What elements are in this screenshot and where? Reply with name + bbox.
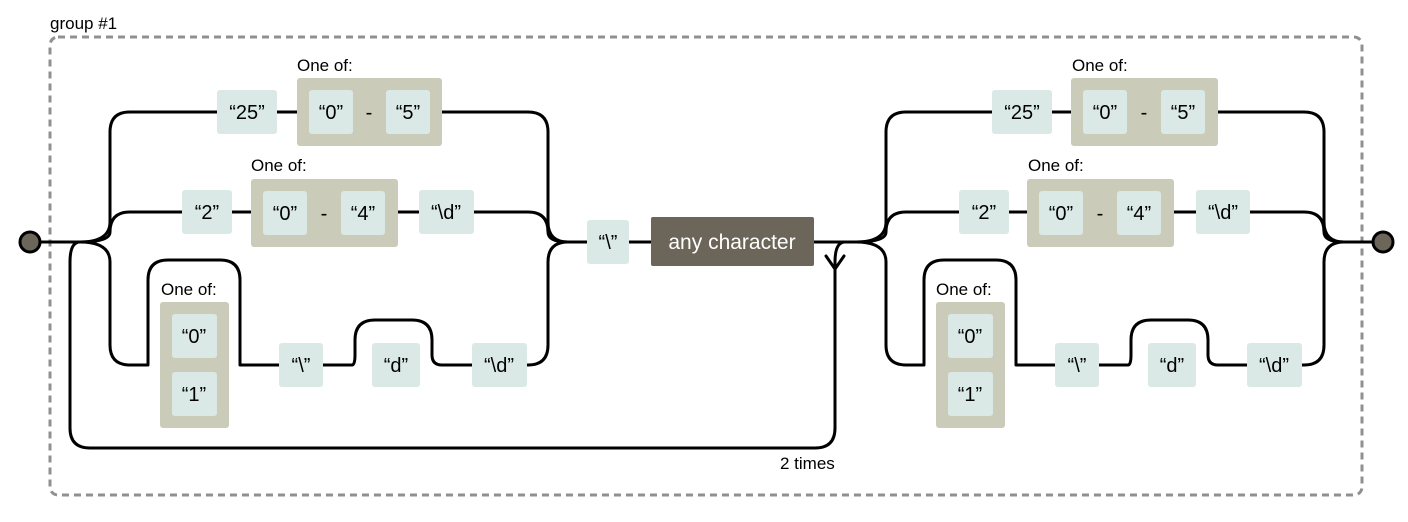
literal-5-text: “5” (1171, 102, 1195, 124)
repeat-label: 2 times (780, 454, 835, 473)
literal-0 (1083, 90, 1127, 134)
literal-4-text: “4” (1127, 203, 1151, 225)
range-dash: - (1141, 102, 1148, 124)
one-of-label: One of: (1072, 56, 1128, 75)
literal-1 (948, 372, 993, 416)
literal-backslash-d-text: “\d” (1259, 355, 1289, 377)
literal-0 (309, 90, 353, 134)
literal-4-text: “4” (351, 203, 375, 225)
range-dash: - (366, 102, 373, 124)
literal-0-text: “0” (958, 326, 982, 348)
one-of-label: One of: (251, 156, 307, 175)
one-of-label: One of: (297, 56, 353, 75)
literal-backslash (587, 220, 629, 264)
range-dash: - (1097, 203, 1104, 225)
literal-5 (386, 90, 430, 134)
start-node (18, 230, 42, 254)
literal-backslash-d-text: “\d” (1208, 202, 1238, 224)
literal-d (372, 343, 420, 387)
range-dash: - (321, 203, 328, 225)
literal-0-text: “0” (1093, 102, 1117, 124)
end-node (1371, 230, 1395, 254)
literal-25 (992, 90, 1052, 134)
one-of-label: One of: (936, 280, 992, 299)
literal-backslash-d (1196, 190, 1250, 234)
literal-1-text: “1” (182, 384, 206, 406)
literal-4 (1117, 191, 1161, 235)
literal-backslash-d (1247, 343, 1302, 387)
literal-2-text: “2” (972, 202, 996, 224)
literal-0 (263, 191, 307, 235)
literal-0 (1039, 191, 1083, 235)
literal-2 (959, 190, 1009, 234)
group-label: group #1 (50, 14, 117, 33)
literal-d-text: “d” (384, 355, 408, 377)
literal-d (1148, 343, 1196, 387)
literal-0-text: “0” (182, 326, 206, 348)
literal-1 (172, 372, 217, 416)
repeat-arrow (824, 254, 846, 271)
literal-backslash (1055, 343, 1099, 387)
literal-4 (341, 191, 385, 235)
literal-0 (172, 314, 217, 358)
literal-25-text: “25” (1004, 102, 1040, 124)
one-of-label: One of: (1028, 156, 1084, 175)
literal-d-text: “d” (1160, 355, 1184, 377)
connector-lines (28, 110, 1385, 450)
literal-backslash-text: “\” (292, 355, 311, 377)
literal-0 (948, 314, 993, 358)
literal-5 (1161, 90, 1205, 134)
literal-1-text: “1” (958, 384, 982, 406)
literal-5-text: “5” (396, 102, 420, 124)
any-character-node (651, 217, 814, 266)
one-of-label: One of: (161, 280, 217, 299)
any-character-text: any character (668, 231, 795, 254)
literal-0-text: “0” (273, 203, 297, 225)
literal-2-text: “2” (195, 202, 219, 224)
literal-0-text: “0” (1049, 203, 1073, 225)
literal-backslash-d-text: “\d” (431, 202, 461, 224)
literal-backslash (279, 343, 323, 387)
literal-25 (217, 90, 277, 134)
literal-backslash-d-text: “\d” (484, 355, 514, 377)
literal-0-text: “0” (319, 102, 343, 124)
literal-2 (182, 190, 232, 234)
literal-backslash-text: “\” (1068, 355, 1087, 377)
group-box (48, 35, 1364, 497)
literal-backslash-d (472, 343, 527, 387)
literal-backslash-d (419, 190, 474, 234)
literal-backslash-text: “\” (599, 232, 618, 254)
literal-25-text: “25” (229, 102, 265, 124)
